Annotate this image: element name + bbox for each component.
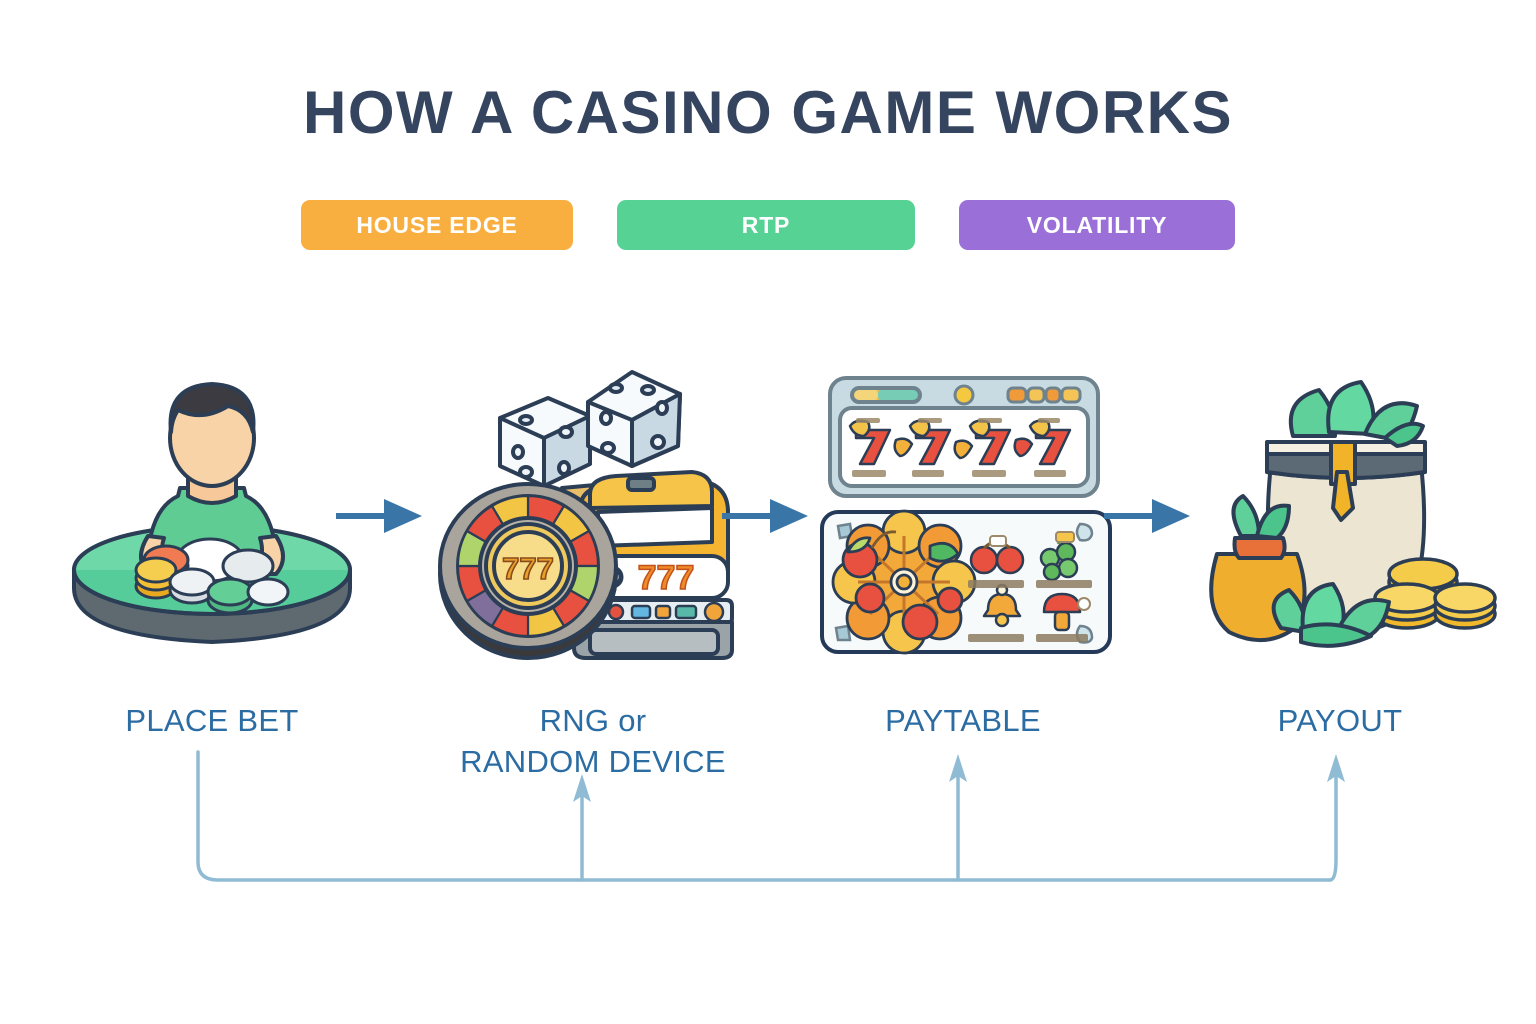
paytable-cells [968, 531, 1092, 642]
fruit-wheel [831, 509, 977, 655]
page-title: HOW A CASINO GAME WORKS [302, 79, 1234, 146]
roulette-777-text: 777 [502, 551, 554, 586]
flow-arrow-3 [1104, 495, 1194, 537]
stage-label-line-2: RANDOM DEVICE [460, 744, 726, 779]
stage-label-place-bet: PLACE BET [32, 700, 392, 741]
stage-place-bet [52, 360, 372, 660]
stage-label-paytable: PAYTABLE [783, 700, 1143, 741]
loop-arrowhead-payout [1327, 754, 1345, 782]
stage-label-line-1: PAYOUT [1277, 703, 1403, 738]
feedback-loop [0, 740, 1536, 920]
loop-arrowhead-rng [573, 774, 591, 802]
flow-arrow-2 [722, 495, 812, 537]
badge-row: HOUSE EDGE RTP VOLATILITY [0, 200, 1536, 250]
illustration-paytable [812, 360, 1132, 660]
dice-left [498, 396, 592, 488]
stage-label-line-1: PLACE BET [125, 703, 299, 738]
slot-reel-display [828, 376, 1100, 498]
stage-rng: 777 [438, 360, 760, 660]
badge-rtp[interactable]: RTP [617, 200, 915, 250]
stage-label-line-1: RNG or [539, 703, 647, 738]
stage-label-rng: RNG or RANDOM DEVICE [413, 700, 773, 782]
loop-arrowhead-paytable [949, 754, 967, 782]
flow-arrow-1 [336, 495, 426, 537]
illustration-payout-money [1185, 360, 1505, 660]
reel-symbols [848, 418, 1072, 477]
badge-house-edge[interactable]: HOUSE EDGE [301, 200, 573, 250]
slot-777-text: 777 [638, 559, 695, 597]
illustration-dice-roulette-slot: 777 [438, 360, 760, 660]
illustration-player-at-table [52, 360, 372, 660]
badge-volatility[interactable]: VOLATILITY [959, 200, 1235, 250]
stage-label-payout: PAYOUT [1160, 700, 1520, 741]
stage-paytable [812, 360, 1132, 660]
stage-label-line-1: PAYTABLE [885, 703, 1041, 738]
dice-right [586, 370, 682, 468]
stage-payout [1185, 360, 1505, 660]
roulette-wheel [438, 482, 618, 660]
